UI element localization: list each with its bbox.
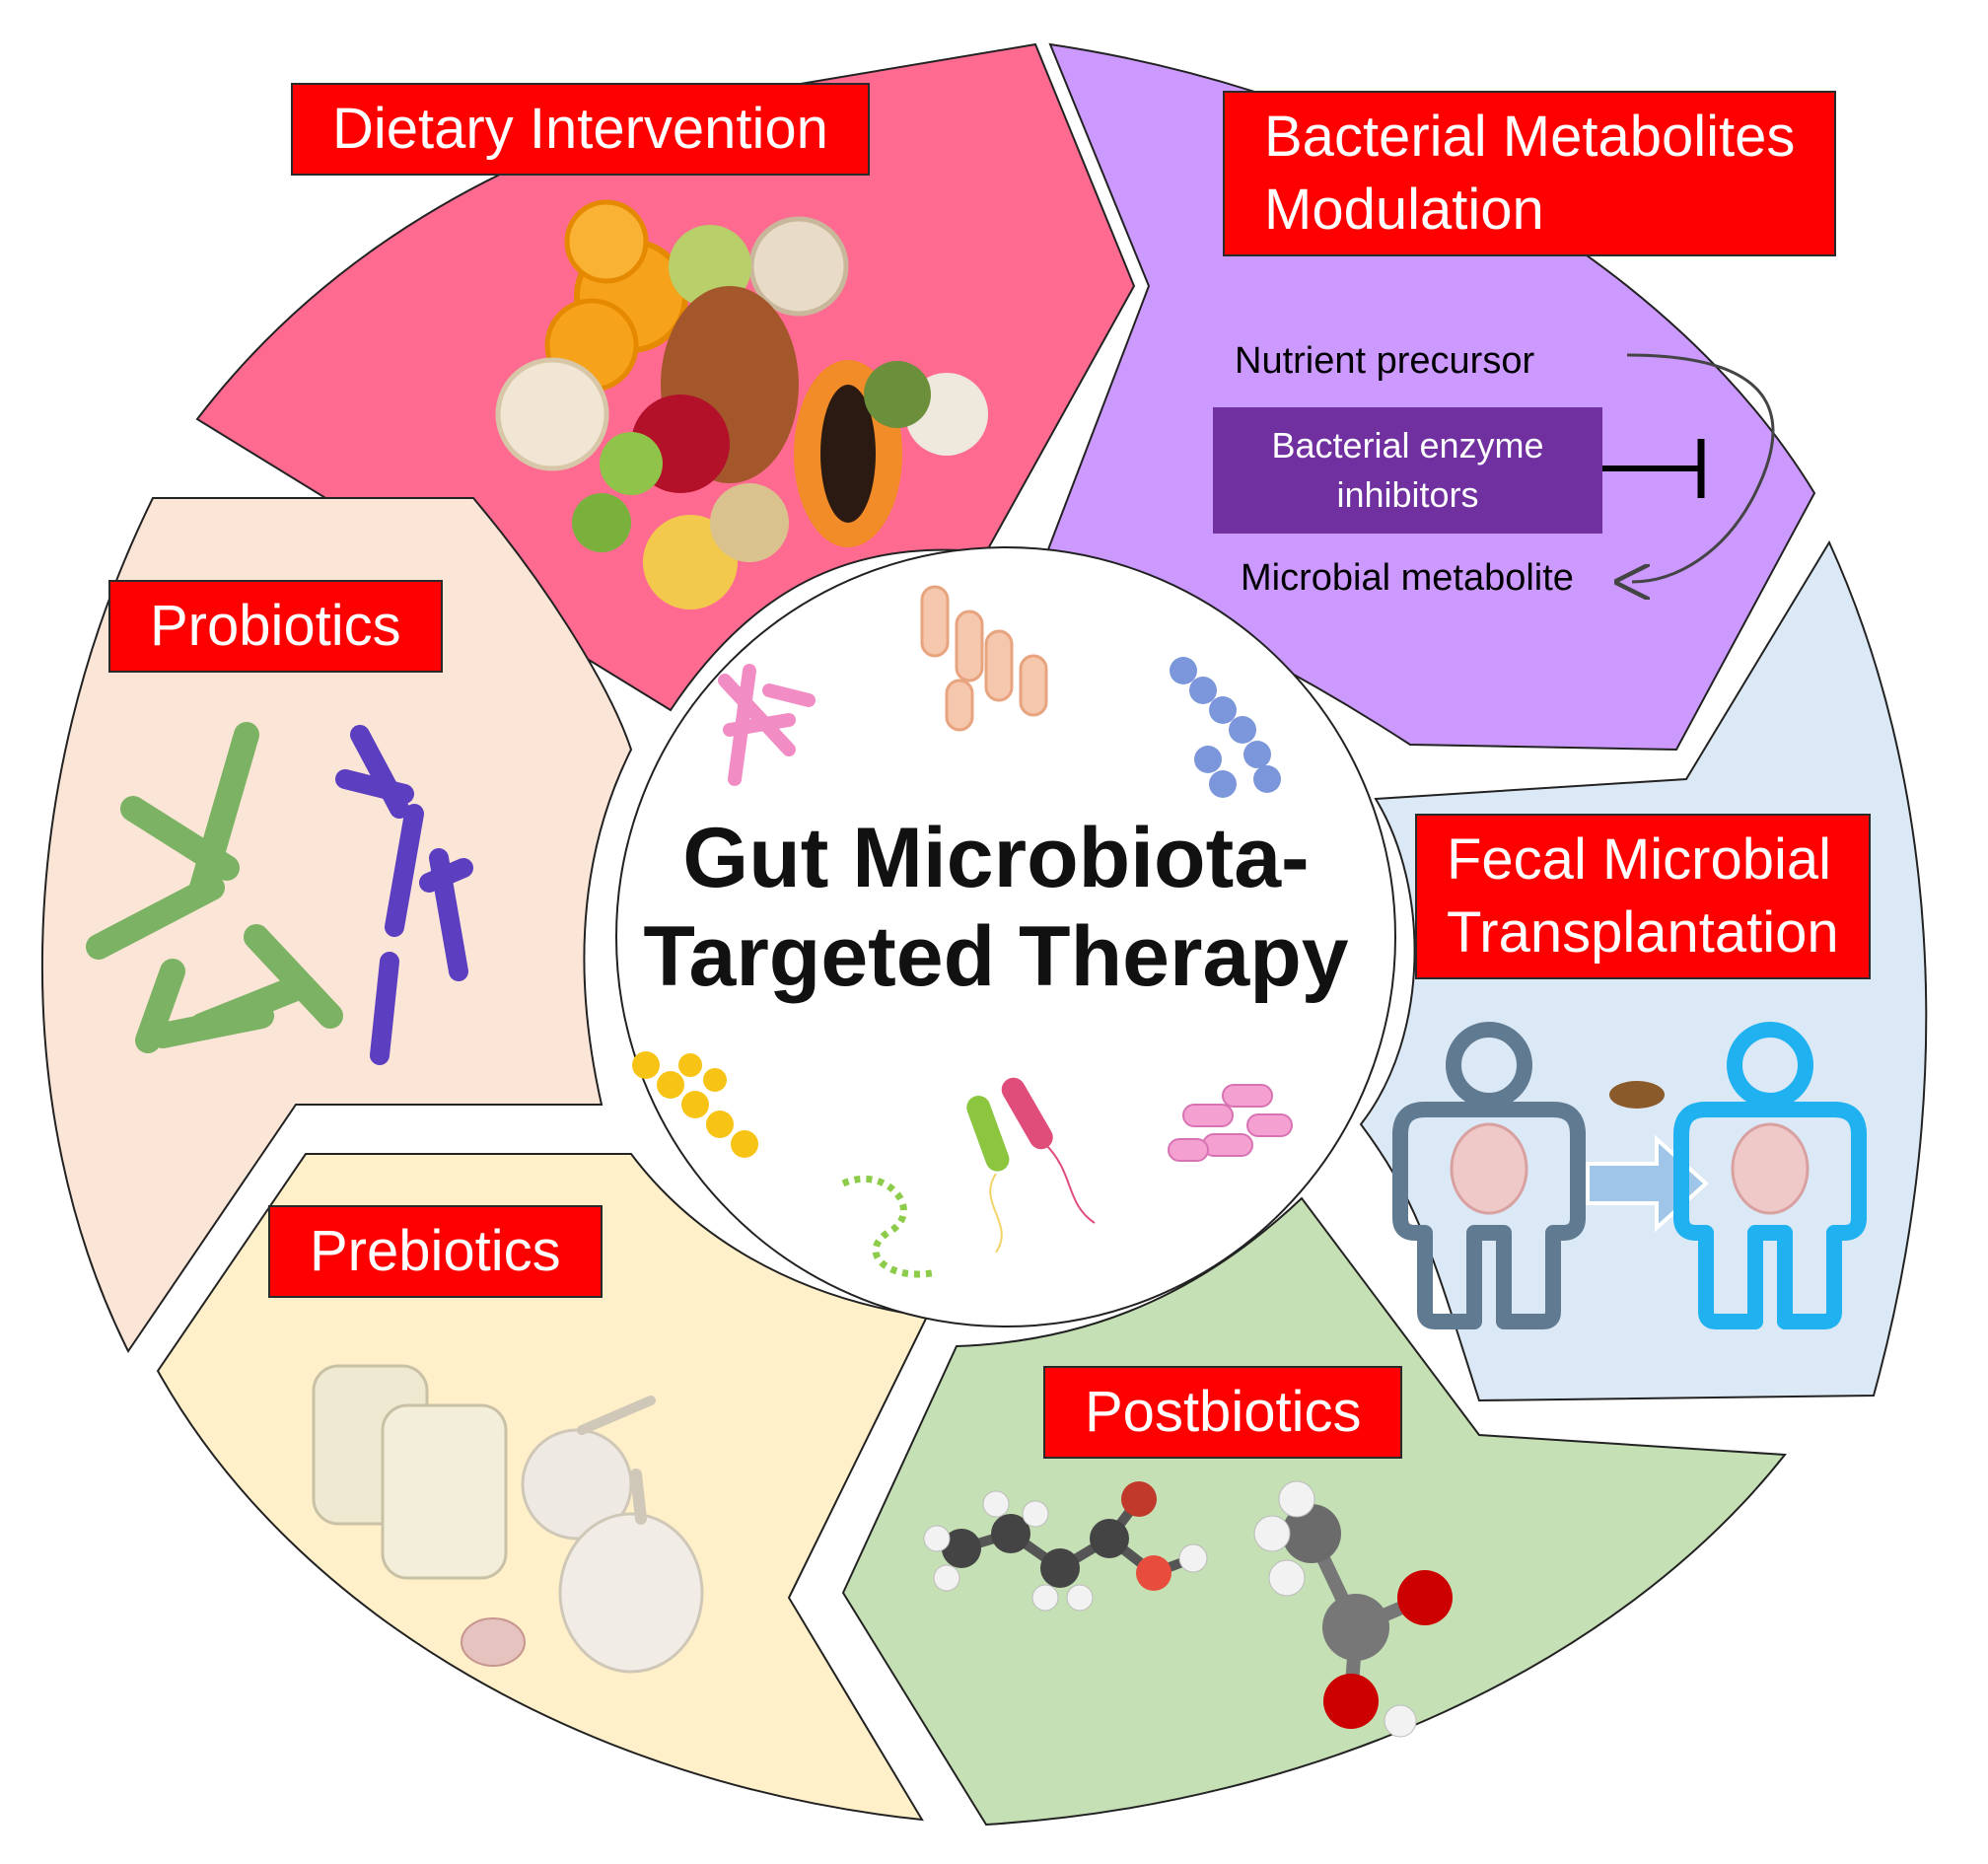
metabolites-label: Bacterial Metabolites Modulation	[1223, 91, 1837, 256]
recipient-figure-icon	[1673, 1022, 1867, 1329]
center-circle	[615, 546, 1396, 1327]
fmt-label: Fecal Microbial Transplantation	[1415, 814, 1871, 979]
center-title-line2: Targeted Therapy	[643, 909, 1349, 1004]
bacteria-flagellated	[966, 1077, 1096, 1254]
fmt-label-line2: Transplantation	[1447, 900, 1839, 965]
enzyme-inhibitor-line1: Bacterial enzyme	[1271, 425, 1544, 466]
acetate-molecule	[1253, 1480, 1453, 1738]
metabolites-label-line2: Modulation	[1264, 178, 1544, 242]
metabolites-label-line1: Bacterial Metabolites	[1264, 105, 1796, 169]
enzyme-inhibitor-box: Bacterial enzyme inhibitors	[1213, 407, 1602, 534]
probiotics-segment	[40, 497, 633, 1353]
microbial-metabolite-text: Microbial metabolite	[1241, 557, 1574, 599]
probiotics-label: Probiotics	[108, 580, 443, 673]
bacteria-green-spiral	[841, 1175, 938, 1278]
bacteria-blue-chain	[1170, 657, 1281, 798]
prebiotics-label: Prebiotics	[268, 1205, 603, 1298]
pathway-curve-arrow	[1627, 353, 1775, 582]
butyrate-molecule	[923, 1481, 1208, 1612]
yogurt-garlic-image	[312, 1364, 704, 1674]
center-title: Gut Microbiota- Targeted Therapy	[592, 809, 1400, 1006]
postbiotics-label: Postbiotics	[1043, 1366, 1403, 1459]
probiotic-green-rods	[86, 722, 343, 1053]
bacteria-pink-branch	[718, 664, 816, 786]
food-collage-image	[495, 199, 988, 609]
donor-gut-icon	[1450, 1122, 1528, 1215]
stool-icon	[1609, 1081, 1665, 1109]
probiotic-purple-rods	[335, 725, 473, 1065]
bacteria-orange-rods	[920, 585, 1048, 732]
bacteria-yellow-chain	[632, 1051, 758, 1158]
bacteria-pink-rods	[1168, 1084, 1293, 1162]
recipient-gut-icon	[1731, 1122, 1810, 1215]
enzyme-inhibitor-line2: inhibitors	[1336, 474, 1479, 515]
fmt-label-line1: Fecal Microbial	[1447, 827, 1831, 892]
dietary-label: Dietary Intervention	[291, 83, 870, 176]
nutrient-precursor-text: Nutrient precursor	[1235, 340, 1535, 382]
donor-figure-icon	[1392, 1022, 1586, 1329]
center-title-line1: Gut Microbiota-	[682, 811, 1310, 905]
